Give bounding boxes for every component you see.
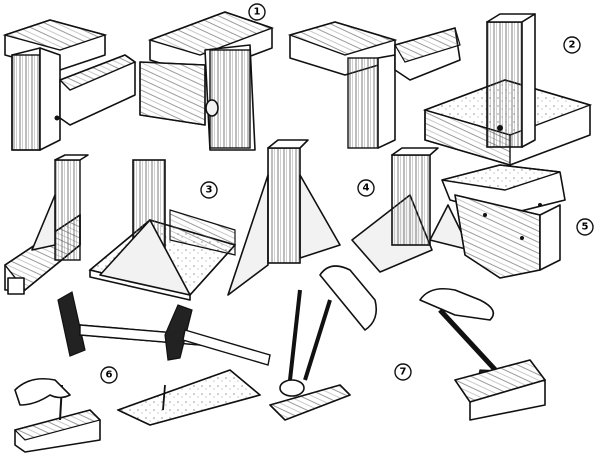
shelf-bracket-icon [441,164,566,279]
svg-text:4: 4 [363,183,370,194]
corner-joint-icon [287,21,461,149]
corner-brace-icon [3,154,89,295]
svg-text:2: 2 [569,40,576,51]
lap-joint-icon [139,11,275,151]
hammer-icon [164,304,271,366]
claw-hammer-icon [419,287,546,421]
triangular-gusset-icon [88,159,237,301]
pincers-icon [268,265,378,421]
figure-number-3: 3 [200,181,218,199]
nail-board-icon [13,377,102,453]
post-gusset-icon [227,139,341,296]
figure-number-4: 4 [357,179,375,197]
svg-text:7: 7 [400,367,407,378]
figure-number-7: 7 [394,363,412,381]
svg-text:3: 3 [206,185,213,196]
nail-board-icon [116,369,262,426]
figure-number-1: 1 [248,3,266,21]
svg-text:5: 5 [582,222,589,233]
svg-text:1: 1 [254,7,261,18]
tee-joint-icon [422,13,593,166]
lap-joint-icon [2,19,137,151]
svg-text:6: 6 [106,370,113,381]
figure-number-6: 6 [100,366,118,384]
figure-number-2: 2 [563,36,581,54]
shelf-gusset-icon [351,147,471,273]
figure-number-5: 5 [576,218,594,236]
